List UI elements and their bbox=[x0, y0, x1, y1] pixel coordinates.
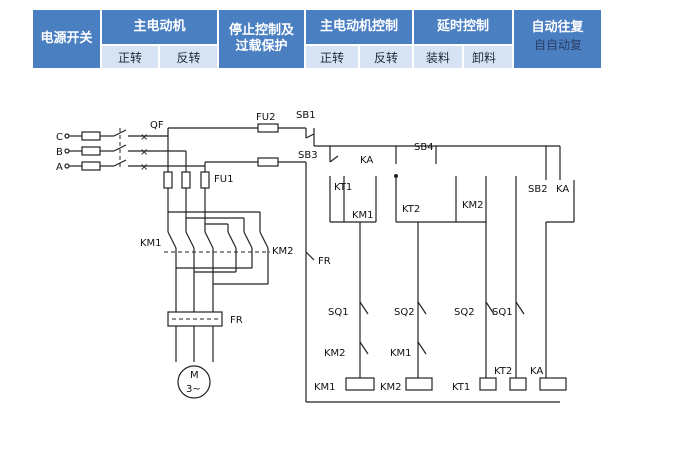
km1-b-label: KM1 bbox=[390, 348, 412, 359]
fuse-b bbox=[81, 146, 101, 156]
coils: KM1 KM2 KT1 KT2 KA bbox=[314, 366, 567, 393]
sb2-label: SB2 bbox=[528, 184, 548, 195]
sb4-label: SB4 bbox=[414, 142, 434, 153]
fr-relay-contact: FR bbox=[305, 251, 331, 267]
km2-b-label: KM2 bbox=[324, 348, 346, 359]
km1-main-label: KM1 bbox=[140, 238, 162, 249]
control-branches: SB3 KA SB4 KT1 KM1 KT2 KM2 SB2 KA SQ1 SQ… bbox=[298, 142, 575, 372]
coil-km1-label: KM1 bbox=[314, 382, 336, 393]
header-table: 电源开关 主电动机 停止控制及过载保护 主电动机控制 延时控制 自动往复 正转 … bbox=[0, 0, 695, 72]
kt1-top-label: KT1 bbox=[334, 182, 352, 193]
svg-text:×: × bbox=[140, 147, 148, 158]
fu2-fuse bbox=[257, 123, 279, 133]
coil-km2-label: KM2 bbox=[380, 382, 402, 393]
km2-main-label: KM2 bbox=[272, 246, 294, 257]
sq1-a-label: SQ1 bbox=[328, 307, 349, 318]
header-stop-overload: 停止控制及过载保护 bbox=[219, 10, 304, 68]
header-auto-reciprocate: 自动往复 bbox=[514, 10, 601, 68]
km1-mid-label: KM1 bbox=[352, 210, 374, 221]
fr-relay-label: FR bbox=[318, 256, 331, 267]
phase-b-label: B bbox=[56, 147, 63, 158]
fu2-label: FU2 bbox=[256, 112, 275, 123]
coil-kt2 bbox=[509, 377, 527, 391]
svg-text:×: × bbox=[140, 162, 148, 173]
ka-right-label: KA bbox=[556, 184, 569, 195]
fu2-fuse-2 bbox=[257, 157, 279, 167]
control-supply: FU2 SB1 bbox=[167, 110, 560, 403]
fuse-c bbox=[81, 131, 101, 141]
header-overlay-text: 自自动复 bbox=[533, 37, 582, 52]
sq2-a-label: SQ2 bbox=[394, 307, 415, 318]
motor bbox=[177, 365, 211, 399]
sb1-label: SB1 bbox=[296, 110, 316, 121]
sq1-b-label: SQ1 bbox=[492, 307, 513, 318]
phase-a-label: A bbox=[56, 162, 63, 173]
header-loading: 装料 bbox=[414, 46, 462, 68]
ka-top-label: KA bbox=[360, 155, 373, 166]
coil-km1 bbox=[345, 377, 375, 391]
header-main-reverse: 反转 bbox=[160, 46, 217, 68]
header-main-forward: 正转 bbox=[102, 46, 158, 68]
circuit-diagram: C B A QF × × × FU2 SB1 bbox=[56, 110, 575, 403]
motor-3-label: 3~ bbox=[186, 384, 201, 395]
coil-km2 bbox=[405, 377, 433, 391]
qf-label: QF bbox=[150, 120, 164, 131]
main-power-circuit: FU1 KM1 KM2 FR M 3~ bbox=[140, 136, 294, 399]
coil-kt1-label: KT1 bbox=[452, 382, 470, 393]
header-delay-control: 延时控制 bbox=[414, 10, 512, 44]
header-main-motor-control: 主电动机控制 bbox=[306, 10, 412, 44]
coil-ka bbox=[539, 377, 567, 391]
km2-mid-label: KM2 bbox=[462, 200, 484, 211]
svg-text:×: × bbox=[140, 132, 148, 143]
header-control-reverse: 反转 bbox=[360, 46, 412, 68]
fuse-a bbox=[81, 161, 101, 171]
motor-m-label: M bbox=[190, 370, 199, 381]
fu1-label: FU1 bbox=[214, 174, 233, 185]
header-control-forward: 正转 bbox=[306, 46, 358, 68]
sb3-label: SB3 bbox=[298, 150, 318, 161]
header-main-motor: 主电动机 bbox=[102, 10, 217, 44]
phase-lines: C B A QF × × × bbox=[56, 120, 205, 173]
coil-kt2-label: KT2 bbox=[494, 366, 512, 377]
phase-c-label: C bbox=[56, 132, 63, 143]
sq2-b-label: SQ2 bbox=[454, 307, 475, 318]
coil-kt1 bbox=[479, 377, 497, 391]
header-power-switch: 电源开关 bbox=[33, 10, 100, 68]
fr-overload-label: FR bbox=[230, 315, 243, 326]
header-unloading: 卸料 bbox=[464, 46, 512, 68]
kt2-mid-label: KT2 bbox=[402, 204, 420, 215]
coil-ka-label: KA bbox=[530, 366, 543, 377]
